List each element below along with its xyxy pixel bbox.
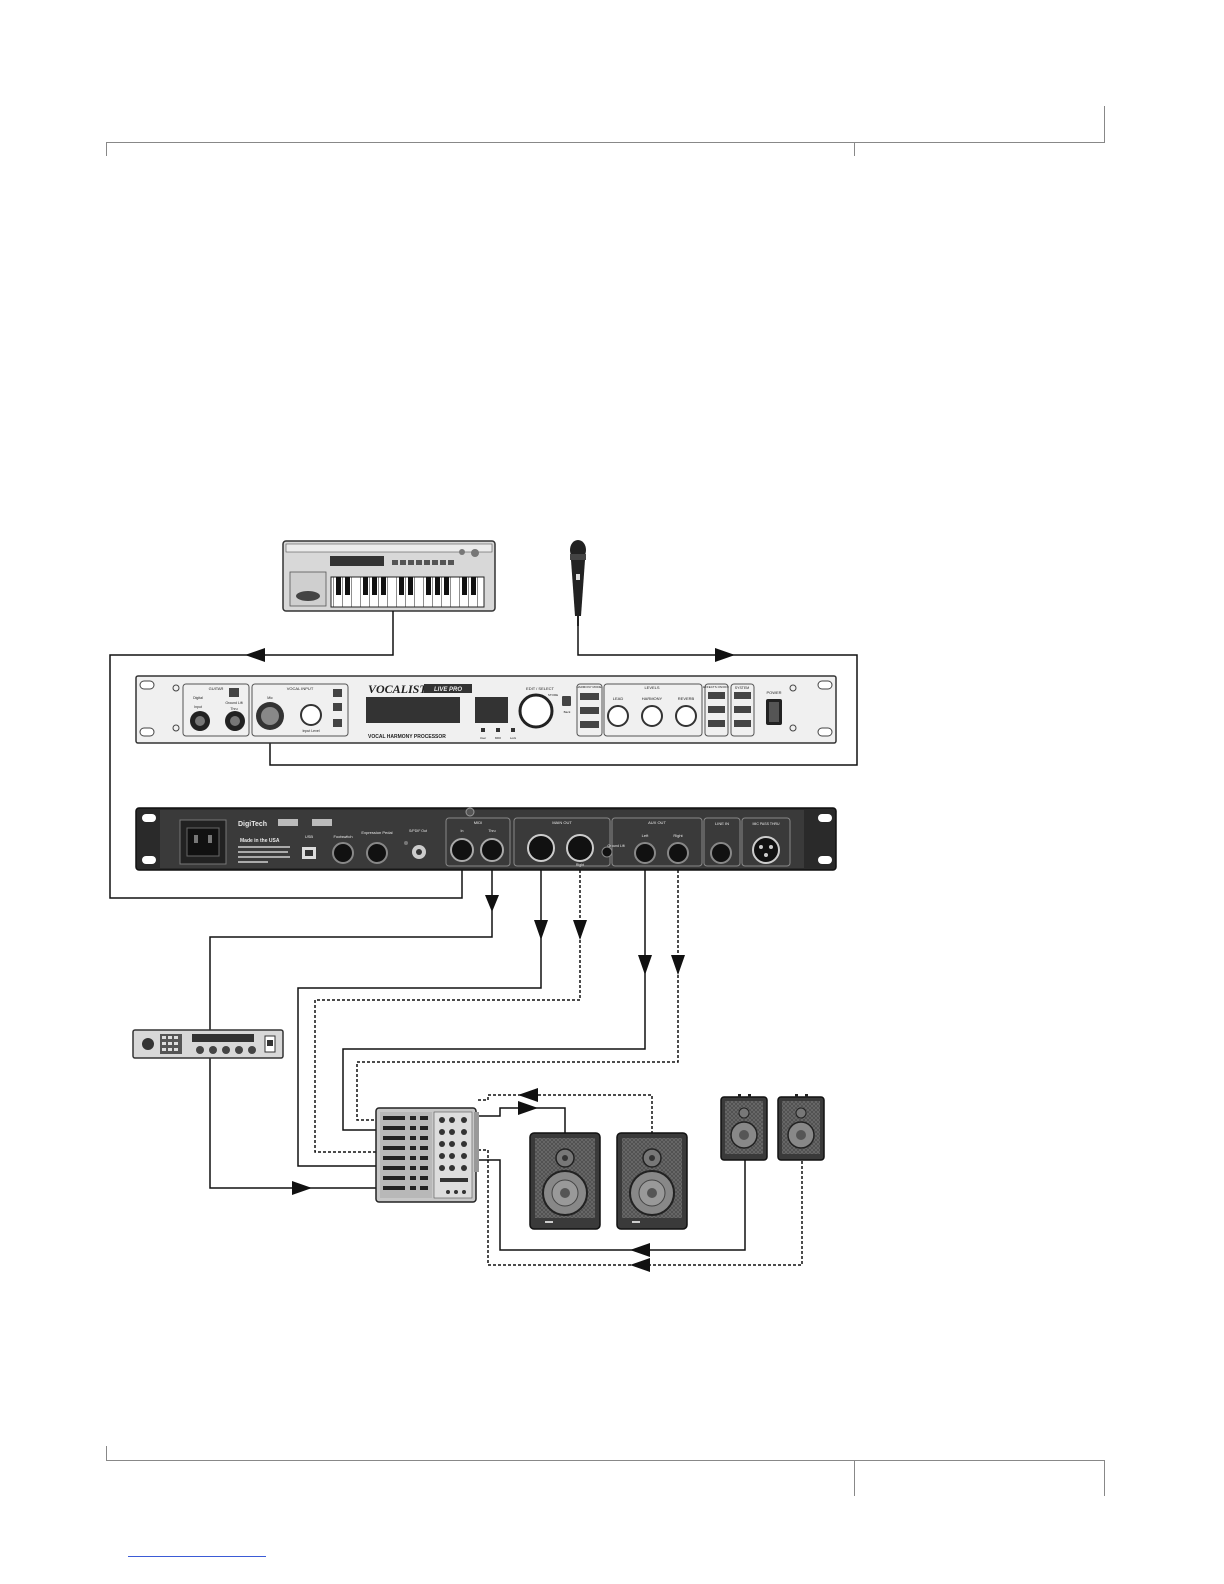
footer-link-underline [128, 1556, 266, 1557]
aux-out-label: AUX OUT [648, 820, 666, 825]
guitar-thru-label: Thru [230, 707, 237, 711]
arrowheads [245, 648, 735, 1272]
rear-panel: DigiTech Made in the USA USB Footswitch … [135, 807, 837, 871]
footer-rule [106, 1460, 1104, 1461]
line-in-label: LINE IN [715, 821, 729, 826]
aux-right-label: Right [673, 833, 683, 838]
midi-thru-label: Thru [488, 829, 495, 833]
model-label: LIVE PRO [434, 687, 462, 693]
made-in-label: Made in the USA [240, 838, 280, 844]
lead-label: LEAD [613, 696, 624, 701]
monitor-left [720, 1094, 768, 1161]
front-panel: GUITAR Digital Ground Lift Input Thru VO… [135, 675, 837, 744]
main-speaker-left [529, 1132, 601, 1230]
rear-brand: DigiTech [238, 821, 267, 828]
main-right-label: Right [576, 863, 584, 867]
system-label: SYSTEM [735, 686, 749, 690]
footer-rule-mid-tick [854, 1460, 855, 1496]
mixer [375, 1107, 479, 1203]
midi-in-label: In [461, 829, 464, 833]
guitar-input-label: Input [194, 705, 202, 709]
vocal-input-label: VOCAL INPUT [287, 686, 314, 691]
header-rule-left-tick [106, 142, 107, 156]
reverb-label: REVERB [678, 696, 695, 701]
indicator-user: User [480, 736, 486, 740]
mic-label: Mic [267, 696, 273, 700]
spdif-label: S/PDIF Out [409, 829, 427, 833]
usb-label: USB [305, 834, 314, 839]
harmony-label: HARMONY [642, 696, 663, 701]
header-rule-right-tick [1104, 106, 1105, 143]
harmony-mode-label: HARMONY MODE [576, 685, 601, 689]
main-out-label: MAIN OUT [552, 820, 572, 825]
ground-lift-label: Ground Lift [225, 701, 242, 705]
effects-label: EFFECTS ON/OFF [703, 685, 729, 689]
midi-label: MIDI [474, 820, 482, 825]
sound-module [132, 1029, 284, 1059]
subtitle-label: VOCAL HARMONY PROCESSOR [368, 734, 446, 740]
aux-left-label: Left [642, 833, 650, 838]
signal-cables-dashed [314, 855, 803, 1266]
power-label: POWER [766, 690, 781, 695]
footer-rule-left-tick [106, 1446, 107, 1461]
main-speaker-right [616, 1132, 688, 1230]
guitar-tuner-label: Digital [193, 696, 203, 700]
indicator-midi: MIDI [495, 736, 501, 740]
microphone [570, 540, 586, 626]
back-label: Back [564, 710, 571, 714]
input-level-label: Input Level [302, 729, 319, 733]
header-rule [106, 142, 1104, 143]
mic-pass-thru-label: MIC PASS THRU [752, 822, 780, 826]
footer-rule-right-tick [1104, 1460, 1105, 1496]
store-label: STORE [548, 693, 558, 697]
ground-lift-rear-label: Ground Lift [607, 844, 624, 848]
edit-select-label: EDIT / SELECT [526, 686, 554, 691]
indicator-lock: Lock [510, 736, 517, 740]
brand-logo: VOCALIST [368, 682, 427, 696]
guitar-section-label: GUITAR [209, 686, 224, 691]
footswitch-label: Footswitch [333, 834, 352, 839]
levels-label: LEVELS [644, 685, 659, 690]
expression-label: Expression Pedal [361, 830, 392, 835]
signal-cables [109, 611, 858, 1251]
monitor-right [777, 1094, 825, 1161]
midi-keyboard [282, 540, 496, 612]
header-rule-mid-tick [854, 142, 855, 156]
